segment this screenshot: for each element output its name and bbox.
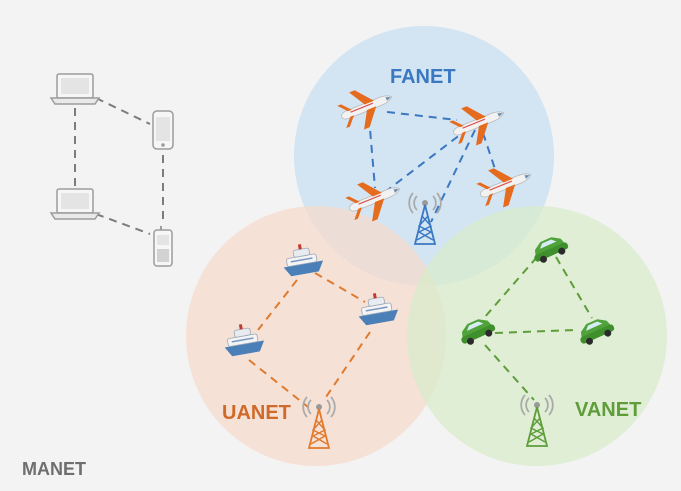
manet-smartphone-icon bbox=[152, 110, 174, 150]
manet-links bbox=[74, 97, 164, 235]
fanet-links bbox=[368, 111, 498, 223]
manet-laptop-icon bbox=[50, 188, 100, 220]
manet-label: MANET bbox=[22, 459, 86, 479]
vanet-zone bbox=[407, 206, 667, 466]
manet-laptop-icon bbox=[50, 73, 100, 105]
uanet-links bbox=[248, 272, 371, 408]
vanet-label: VANET bbox=[575, 399, 642, 421]
uanet-label: UANET bbox=[222, 402, 291, 424]
fanet-label: FANET bbox=[390, 66, 456, 88]
vanet-links bbox=[483, 256, 593, 401]
manet-mobile-phone-icon bbox=[153, 225, 173, 267]
uanet-zone bbox=[186, 206, 446, 466]
